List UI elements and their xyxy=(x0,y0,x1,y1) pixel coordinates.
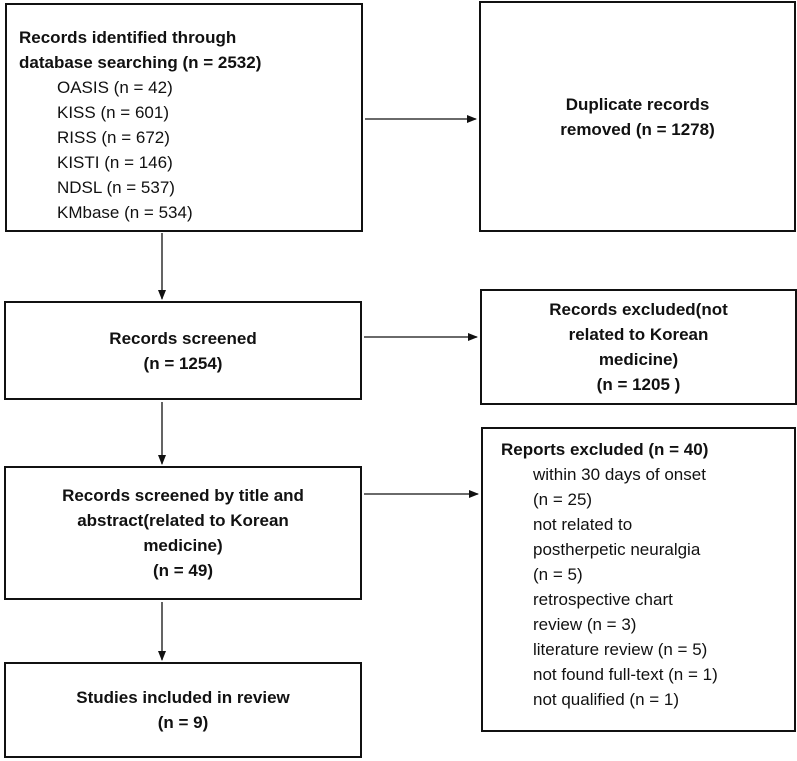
source-ndsl: NDSL (n = 537) xyxy=(57,178,175,197)
title-abstract-line4: (n = 49) xyxy=(153,561,213,580)
excluded-records-line2: related to Korean xyxy=(568,325,709,344)
identified-title-line2: database searching (n = 2532) xyxy=(19,53,262,72)
source-kmbase: KMbase (n = 534) xyxy=(57,203,193,222)
reports-excluded-box: Reports excluded (n = 40) within 30 days… xyxy=(481,427,796,732)
title-abstract-line3: medicine) xyxy=(143,536,223,555)
excluded-records-line3: medicine) xyxy=(598,350,679,369)
identified-title-line1: Records identified through xyxy=(19,28,237,47)
reports-excluded-line: not related to xyxy=(533,515,633,534)
reports-excluded-line: not found full-text (n = 1) xyxy=(533,665,718,684)
duplicates-line1: Duplicate records xyxy=(565,94,710,114)
reports-excluded-line: literature review (n = 5) xyxy=(533,640,708,659)
reports-excluded-line: within 30 days of onset xyxy=(533,465,706,484)
screened-line2: (n = 1254) xyxy=(143,353,223,373)
reports-excluded-line: (n = 25) xyxy=(533,490,593,509)
excluded-records-line1: Records excluded(not xyxy=(549,300,728,319)
title-abstract-box: Records screened by title and abstract(r… xyxy=(4,466,362,600)
source-kisti: KISTI (n = 146) xyxy=(57,153,173,172)
included-line1: Studies included in review xyxy=(76,688,290,707)
excluded-records-line4: (n = 1205 ) xyxy=(596,375,681,394)
records-identified-box: Records identified through database sear… xyxy=(5,3,363,232)
records-excluded-box: Records excluded(not related to Korean m… xyxy=(480,289,797,405)
title-abstract-line2: abstract(related to Korean xyxy=(77,511,289,530)
records-screened-box: Records screened (n = 1254) xyxy=(4,301,362,400)
screened-line1: Records screened xyxy=(109,328,257,348)
source-oasis: OASIS (n = 42) xyxy=(57,78,173,97)
reports-excluded-line: retrospective chart xyxy=(533,590,673,609)
included-line2: (n = 9) xyxy=(157,713,209,732)
reports-excluded-line: postherpetic neuralgia xyxy=(533,540,701,559)
source-kiss: KISS (n = 601) xyxy=(57,103,169,122)
duplicates-line2: removed (n = 1278) xyxy=(560,119,715,139)
reports-excluded-title: Reports excluded (n = 40) xyxy=(501,440,709,459)
reports-excluded-line: not qualified (n = 1) xyxy=(533,690,680,709)
studies-included-box: Studies included in review (n = 9) xyxy=(4,662,362,758)
reports-excluded-line: (n = 5) xyxy=(533,565,583,584)
duplicates-removed-box: Duplicate records removed (n = 1278) xyxy=(479,1,796,232)
source-riss: RISS (n = 672) xyxy=(57,128,170,147)
title-abstract-line1: Records screened by title and xyxy=(62,486,304,505)
reports-excluded-line: review (n = 3) xyxy=(533,615,637,634)
